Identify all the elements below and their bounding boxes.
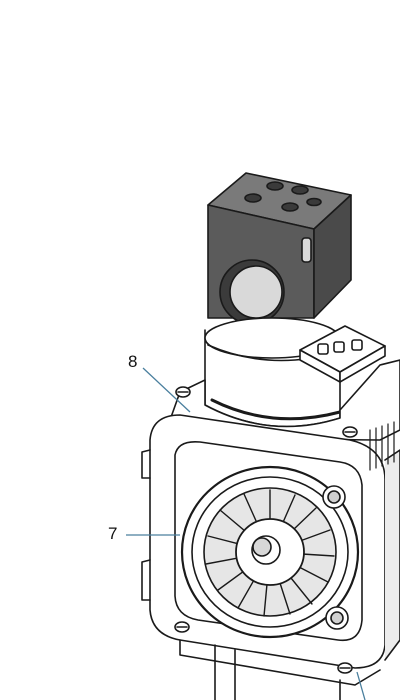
mount-boss-upper: [322, 485, 346, 509]
callout-8-label: 8: [128, 352, 138, 371]
mount-boss-lower: [325, 606, 349, 630]
callout-8-leader: [142, 367, 191, 413]
screw-top-left: [175, 386, 191, 398]
coil-detail: [369, 421, 395, 471]
callout-7-label: 7: [108, 524, 118, 543]
fan-rotor: [180, 465, 360, 639]
screw-mid-left: [174, 621, 190, 633]
callout-extra-leader: [356, 671, 366, 700]
mounting-bracket: [207, 172, 352, 325]
screws: [174, 386, 358, 674]
screw-bottom-right: [337, 662, 353, 674]
screw-top-right: [342, 426, 358, 438]
clip-part: [299, 325, 386, 383]
collar: [204, 317, 342, 428]
